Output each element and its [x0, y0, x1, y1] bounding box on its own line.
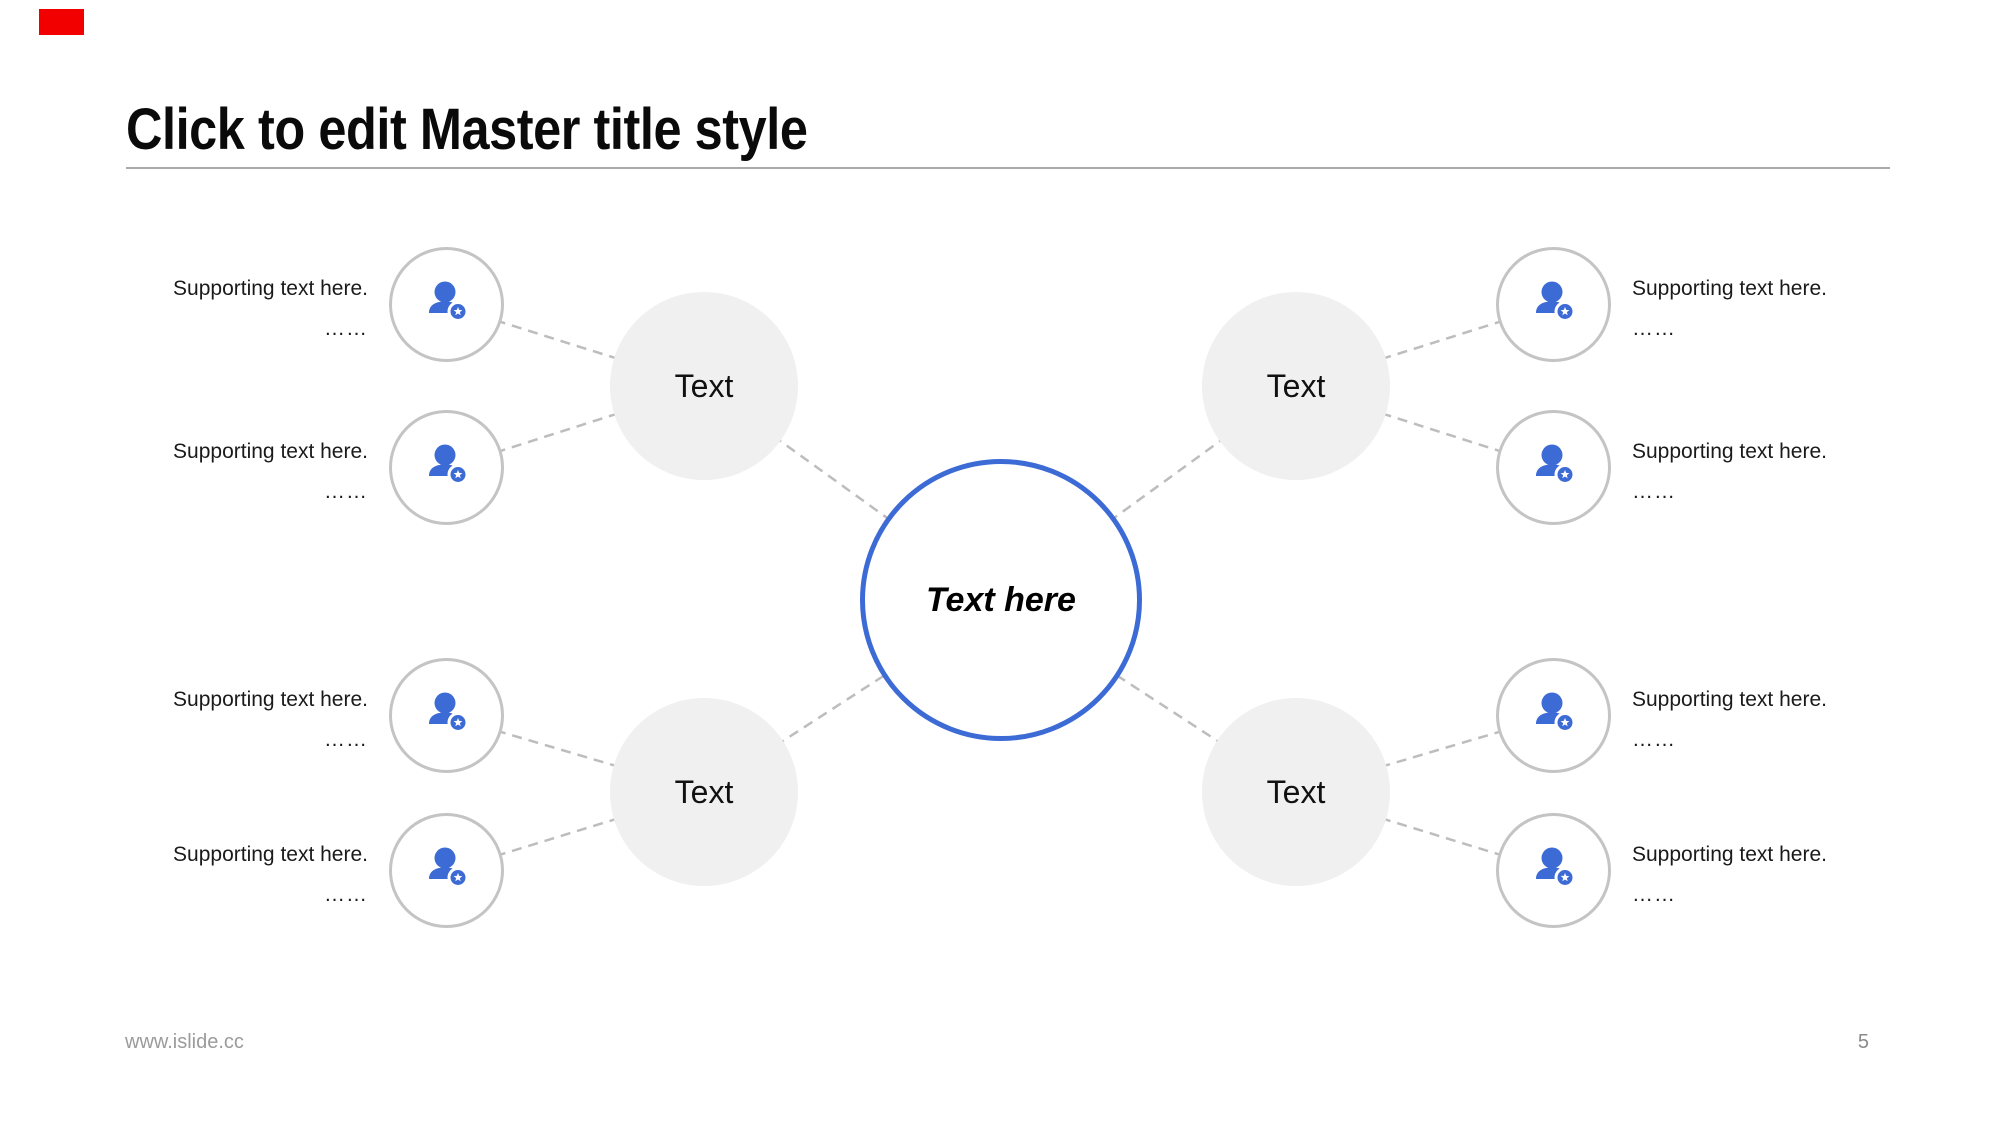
center-circle[interactable]: Text here [860, 459, 1142, 741]
supporting-text-left-3[interactable]: Supporting text here. …… [108, 680, 368, 760]
supporting-text-left-4[interactable]: Supporting text here. …… [108, 835, 368, 915]
supporting-text-left-1[interactable]: Supporting text here. …… [108, 269, 368, 349]
member-circle[interactable] [1496, 658, 1611, 773]
member-circle[interactable] [1496, 410, 1611, 525]
member-circle[interactable] [1496, 247, 1611, 362]
person-star-badge-icon [428, 692, 468, 733]
supporting-line1: Supporting text here. [173, 440, 368, 463]
group-circle-top-left[interactable]: Text [610, 292, 798, 480]
supporting-text-left-2[interactable]: Supporting text here. …… [108, 432, 368, 512]
supporting-text-right-3[interactable]: Supporting text here. …… [1632, 680, 1892, 760]
person-star-badge-icon [1535, 692, 1575, 733]
member-circle[interactable] [389, 813, 504, 928]
group-circle-top-right[interactable]: Text [1202, 292, 1390, 480]
person-star-badge-icon [428, 847, 468, 888]
member-circle[interactable] [389, 410, 504, 525]
group-label: Text [674, 367, 734, 404]
page-number: 5 [1857, 1031, 1869, 1053]
slide-title[interactable]: Click to edit Master title style [126, 96, 909, 163]
person-star-badge-icon [428, 281, 468, 322]
supporting-line1: Supporting text here. [1632, 277, 1827, 300]
person-star-badge-icon [1535, 444, 1575, 485]
person-star-badge-icon [428, 444, 468, 485]
member-circle[interactable] [1496, 813, 1611, 928]
person-star-badge-icon [1535, 281, 1575, 322]
supporting-line2: …… [324, 883, 368, 906]
supporting-text-right-2[interactable]: Supporting text here. …… [1632, 432, 1892, 512]
supporting-line2: …… [324, 480, 368, 503]
group-label: Text [1266, 367, 1326, 404]
supporting-line2: …… [1632, 317, 1676, 340]
title-divider [126, 167, 1890, 169]
supporting-line2: …… [1632, 728, 1676, 751]
slide-title-text: Click to edit Master title style [126, 97, 808, 162]
supporting-line2: …… [1632, 883, 1676, 906]
footer-website: www.islide.cc [125, 1031, 244, 1053]
supporting-line2: …… [324, 317, 368, 340]
group-label: Text [674, 773, 734, 810]
member-circle[interactable] [389, 658, 504, 773]
supporting-text-right-1[interactable]: Supporting text here. …… [1632, 269, 1892, 349]
center-circle-label: Text here [926, 580, 1076, 619]
supporting-line1: Supporting text here. [173, 843, 368, 866]
supporting-line1: Supporting text here. [173, 688, 368, 711]
group-label: Text [1266, 773, 1326, 810]
supporting-line1: Supporting text here. [1632, 688, 1827, 711]
supporting-line1: Supporting text here. [1632, 440, 1827, 463]
brand-mark [39, 9, 84, 35]
supporting-line2: …… [1632, 480, 1676, 503]
person-star-badge-icon [1535, 847, 1575, 888]
member-circle[interactable] [389, 247, 504, 362]
group-circle-bottom-right[interactable]: Text [1202, 698, 1390, 886]
supporting-text-right-4[interactable]: Supporting text here. …… [1632, 835, 1892, 915]
supporting-line1: Supporting text here. [173, 277, 368, 300]
supporting-line2: …… [324, 728, 368, 751]
supporting-line1: Supporting text here. [1632, 843, 1827, 866]
group-circle-bottom-left[interactable]: Text [610, 698, 798, 886]
